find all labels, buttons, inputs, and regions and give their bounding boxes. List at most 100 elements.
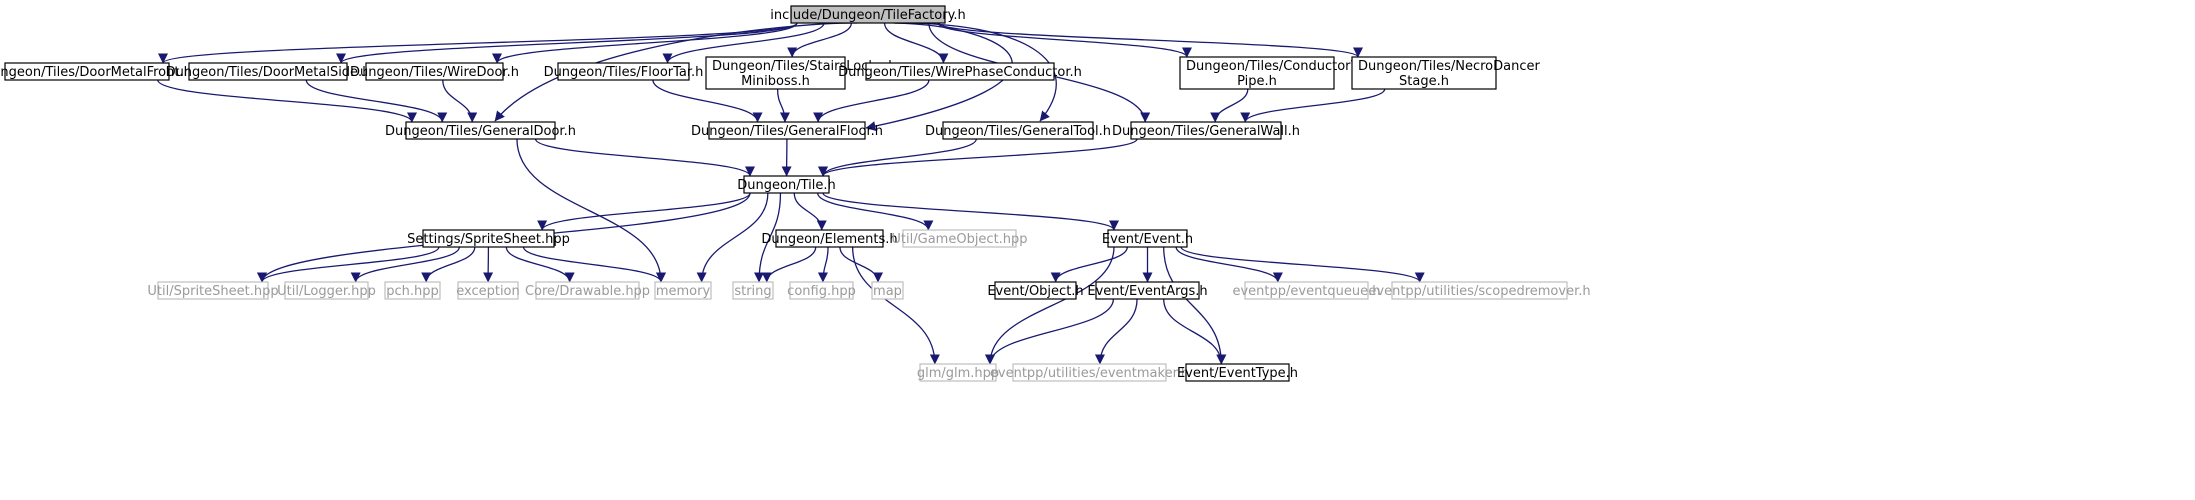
dependency-edge-wirephase-to-generalfloor	[813, 79, 930, 123]
node-generalwall[interactable]: Dungeon/Tiles/GeneralWall.h	[1112, 121, 1300, 140]
node-label-necrodancer: Dungeon/Tiles/NecroDancer	[1358, 59, 1540, 74]
node-spritesheethpp[interactable]: Settings/SpriteSheet.hpp	[407, 229, 570, 248]
node-map: map	[871, 281, 904, 300]
node-box-elements	[775, 229, 884, 248]
dependency-edge-root-to-conductorwall	[937, 22, 1192, 58]
node-box-string	[732, 281, 774, 300]
node-label-glm: glm/glm.hpp	[917, 366, 999, 381]
node-label-event: Event/Event.h	[1102, 232, 1193, 247]
node-doormetalside[interactable]: Dungeon/Tiles/DoorMetalSide.h	[166, 62, 371, 81]
node-label-eventqueue: eventpp/eventqueue.h	[1232, 284, 1380, 299]
dependency-edge-root-to-wirephase	[883, 22, 949, 64]
node-label-wirephase: Dungeon/Tiles/WirePhaseConductor.h	[838, 65, 1082, 80]
node-label-tile: Dungeon/Tile.h	[737, 178, 835, 193]
node-label-object: Event/Object.h	[987, 284, 1083, 299]
node-box-spritesheethpp	[422, 229, 555, 248]
node-label-floortar: Dungeon/Tiles/FloorTar.h	[544, 65, 704, 80]
node-event[interactable]: Event/Event.h	[1102, 229, 1193, 248]
node-gameobject: Util/GameObject.hpp	[891, 229, 1028, 248]
dependency-edge-spritesheethpp-to-memory	[522, 246, 666, 283]
dependency-edge-wiredoor-to-generaldoor	[442, 79, 478, 123]
node-generaltool[interactable]: Dungeon/Tiles/GeneralTool.h	[925, 121, 1111, 140]
node-label-eventargs: Event/EventArgs.h	[1087, 284, 1207, 299]
node-label-generaltool: Dungeon/Tiles/GeneralTool.h	[925, 124, 1111, 139]
node-floortar[interactable]: Dungeon/Tiles/FloorTar.h	[544, 62, 704, 81]
dependency-edge-tile-to-spritesheethpp	[537, 192, 751, 231]
dependency-edge-event-to-object	[1050, 246, 1128, 283]
node-box-floortar	[557, 62, 690, 81]
node-label-root: include/Dungeon/TileFactory.h	[770, 8, 966, 23]
dependency-edge-doormetalside-to-generaldoor	[305, 79, 448, 123]
node-doormetalfront[interactable]: Dungeon/Tiles/DoorMetalFront.h	[0, 62, 192, 81]
node-box-generaltool	[942, 121, 1094, 140]
node-eventtype[interactable]: Event/EventType.h	[1177, 363, 1298, 382]
dependency-edge-elements-to-string	[761, 246, 817, 283]
dependency-edge-event-to-eventqueue	[1175, 246, 1283, 283]
dependency-edge-elements-to-glm	[851, 246, 940, 365]
dependency-edge-tile-to-string	[754, 192, 782, 283]
node-memory: memory	[654, 281, 712, 300]
node-box-object	[994, 281, 1077, 300]
node-label-eventtype: Event/EventType.h	[1177, 366, 1298, 381]
node-label-drawable: Core/Drawable.hpp	[525, 284, 650, 299]
node-box-generaldoor	[405, 121, 556, 140]
node-eventmaker: eventpp/utilities/eventmaker.h	[990, 363, 1189, 382]
node-elements[interactable]: Dungeon/Elements.h	[761, 229, 898, 248]
dependency-edge-tile-to-elements	[793, 192, 827, 231]
node-label-conductorwall: Dungeon/Tiles/ConductorWall	[1186, 59, 1378, 74]
node-label-gameobject: Util/GameObject.hpp	[891, 232, 1027, 247]
dependency-edge-elements-to-config	[817, 246, 829, 283]
node-generalfloor[interactable]: Dungeon/Tiles/GeneralFloor.h	[691, 121, 883, 140]
node-wiredoor[interactable]: Dungeon/Tiles/WireDoor.h	[350, 62, 519, 81]
dependency-edge-event-to-glm	[985, 246, 1115, 365]
dependency-edge-generaltool-to-tile	[818, 138, 977, 177]
node-box-map	[871, 281, 904, 300]
dependency-edge-eventargs-to-eventmaker	[1094, 298, 1138, 365]
node-scopedremover: eventpp/utilities/scopedremover.h	[1368, 281, 1591, 300]
node-label-conductorwall: Pipe.h	[1237, 74, 1277, 89]
dependency-edge-doormetalfront-to-generaldoor	[157, 79, 417, 123]
dependency-edge-root-to-generalfloor	[865, 22, 1013, 131]
node-box-utilspritesheet	[157, 281, 269, 300]
node-eventargs[interactable]: Event/EventArgs.h	[1087, 281, 1208, 300]
node-root[interactable]: include/Dungeon/TileFactory.h	[770, 5, 966, 24]
dependency-edge-eventargs-to-glm	[985, 298, 1115, 365]
node-label-stairs: Dungeon/Tiles/StairsLocked	[712, 59, 892, 74]
node-box-stairs	[705, 56, 846, 90]
node-label-wiredoor: Dungeon/Tiles/WireDoor.h	[350, 65, 519, 80]
node-box-eventmaker	[1012, 363, 1167, 382]
node-label-utilspritesheet: Util/SpriteSheet.hpp	[147, 284, 278, 299]
node-label-generaldoor: Dungeon/Tiles/GeneralDoor.h	[385, 124, 576, 139]
dependency-edge-conductorwall-to-generalwall	[1210, 88, 1249, 123]
node-object[interactable]: Event/Object.h	[987, 281, 1084, 300]
dependency-edge-generaldoor-to-tile	[534, 138, 755, 177]
edge-layer	[157, 22, 1425, 365]
node-eventqueue: eventpp/eventqueue.h	[1232, 281, 1381, 300]
dependency-edge-tile-to-memory	[696, 192, 769, 283]
node-wirephase[interactable]: Dungeon/Tiles/WirePhaseConductor.h	[838, 62, 1082, 81]
node-tile[interactable]: Dungeon/Tile.h	[737, 175, 836, 194]
node-label-eventmaker: eventpp/utilities/eventmaker.h	[990, 366, 1189, 381]
node-config: config.hpp	[787, 281, 856, 300]
node-label-generalfloor: Dungeon/Tiles/GeneralFloor.h	[691, 124, 883, 139]
node-utilspritesheet: Util/SpriteSheet.hpp	[147, 281, 279, 300]
node-label-generalwall: Dungeon/Tiles/GeneralWall.h	[1112, 124, 1300, 139]
node-label-necrodancer: Stage.h	[1399, 74, 1449, 89]
dependency-edge-event-to-eventtype	[1163, 246, 1227, 365]
node-label-logger: Util/Logger.hpp	[277, 284, 376, 299]
dependency-edge-event-to-scopedremover	[1180, 246, 1425, 283]
node-label-scopedremover: eventpp/utilities/scopedremover.h	[1368, 284, 1590, 299]
node-box-generalfloor	[708, 121, 866, 140]
node-box-config	[789, 281, 854, 300]
node-box-generalwall	[1130, 121, 1282, 140]
node-box-logger	[284, 281, 369, 300]
dependency-edge-necrodancer-to-generalwall	[1240, 88, 1386, 123]
dependency-edge-tile-to-gameobject	[816, 192, 934, 231]
node-box-root	[790, 5, 946, 24]
node-layer: include/Dungeon/TileFactory.hDungeon/Til…	[0, 5, 1591, 382]
node-generaldoor[interactable]: Dungeon/Tiles/GeneralDoor.h	[385, 121, 576, 140]
